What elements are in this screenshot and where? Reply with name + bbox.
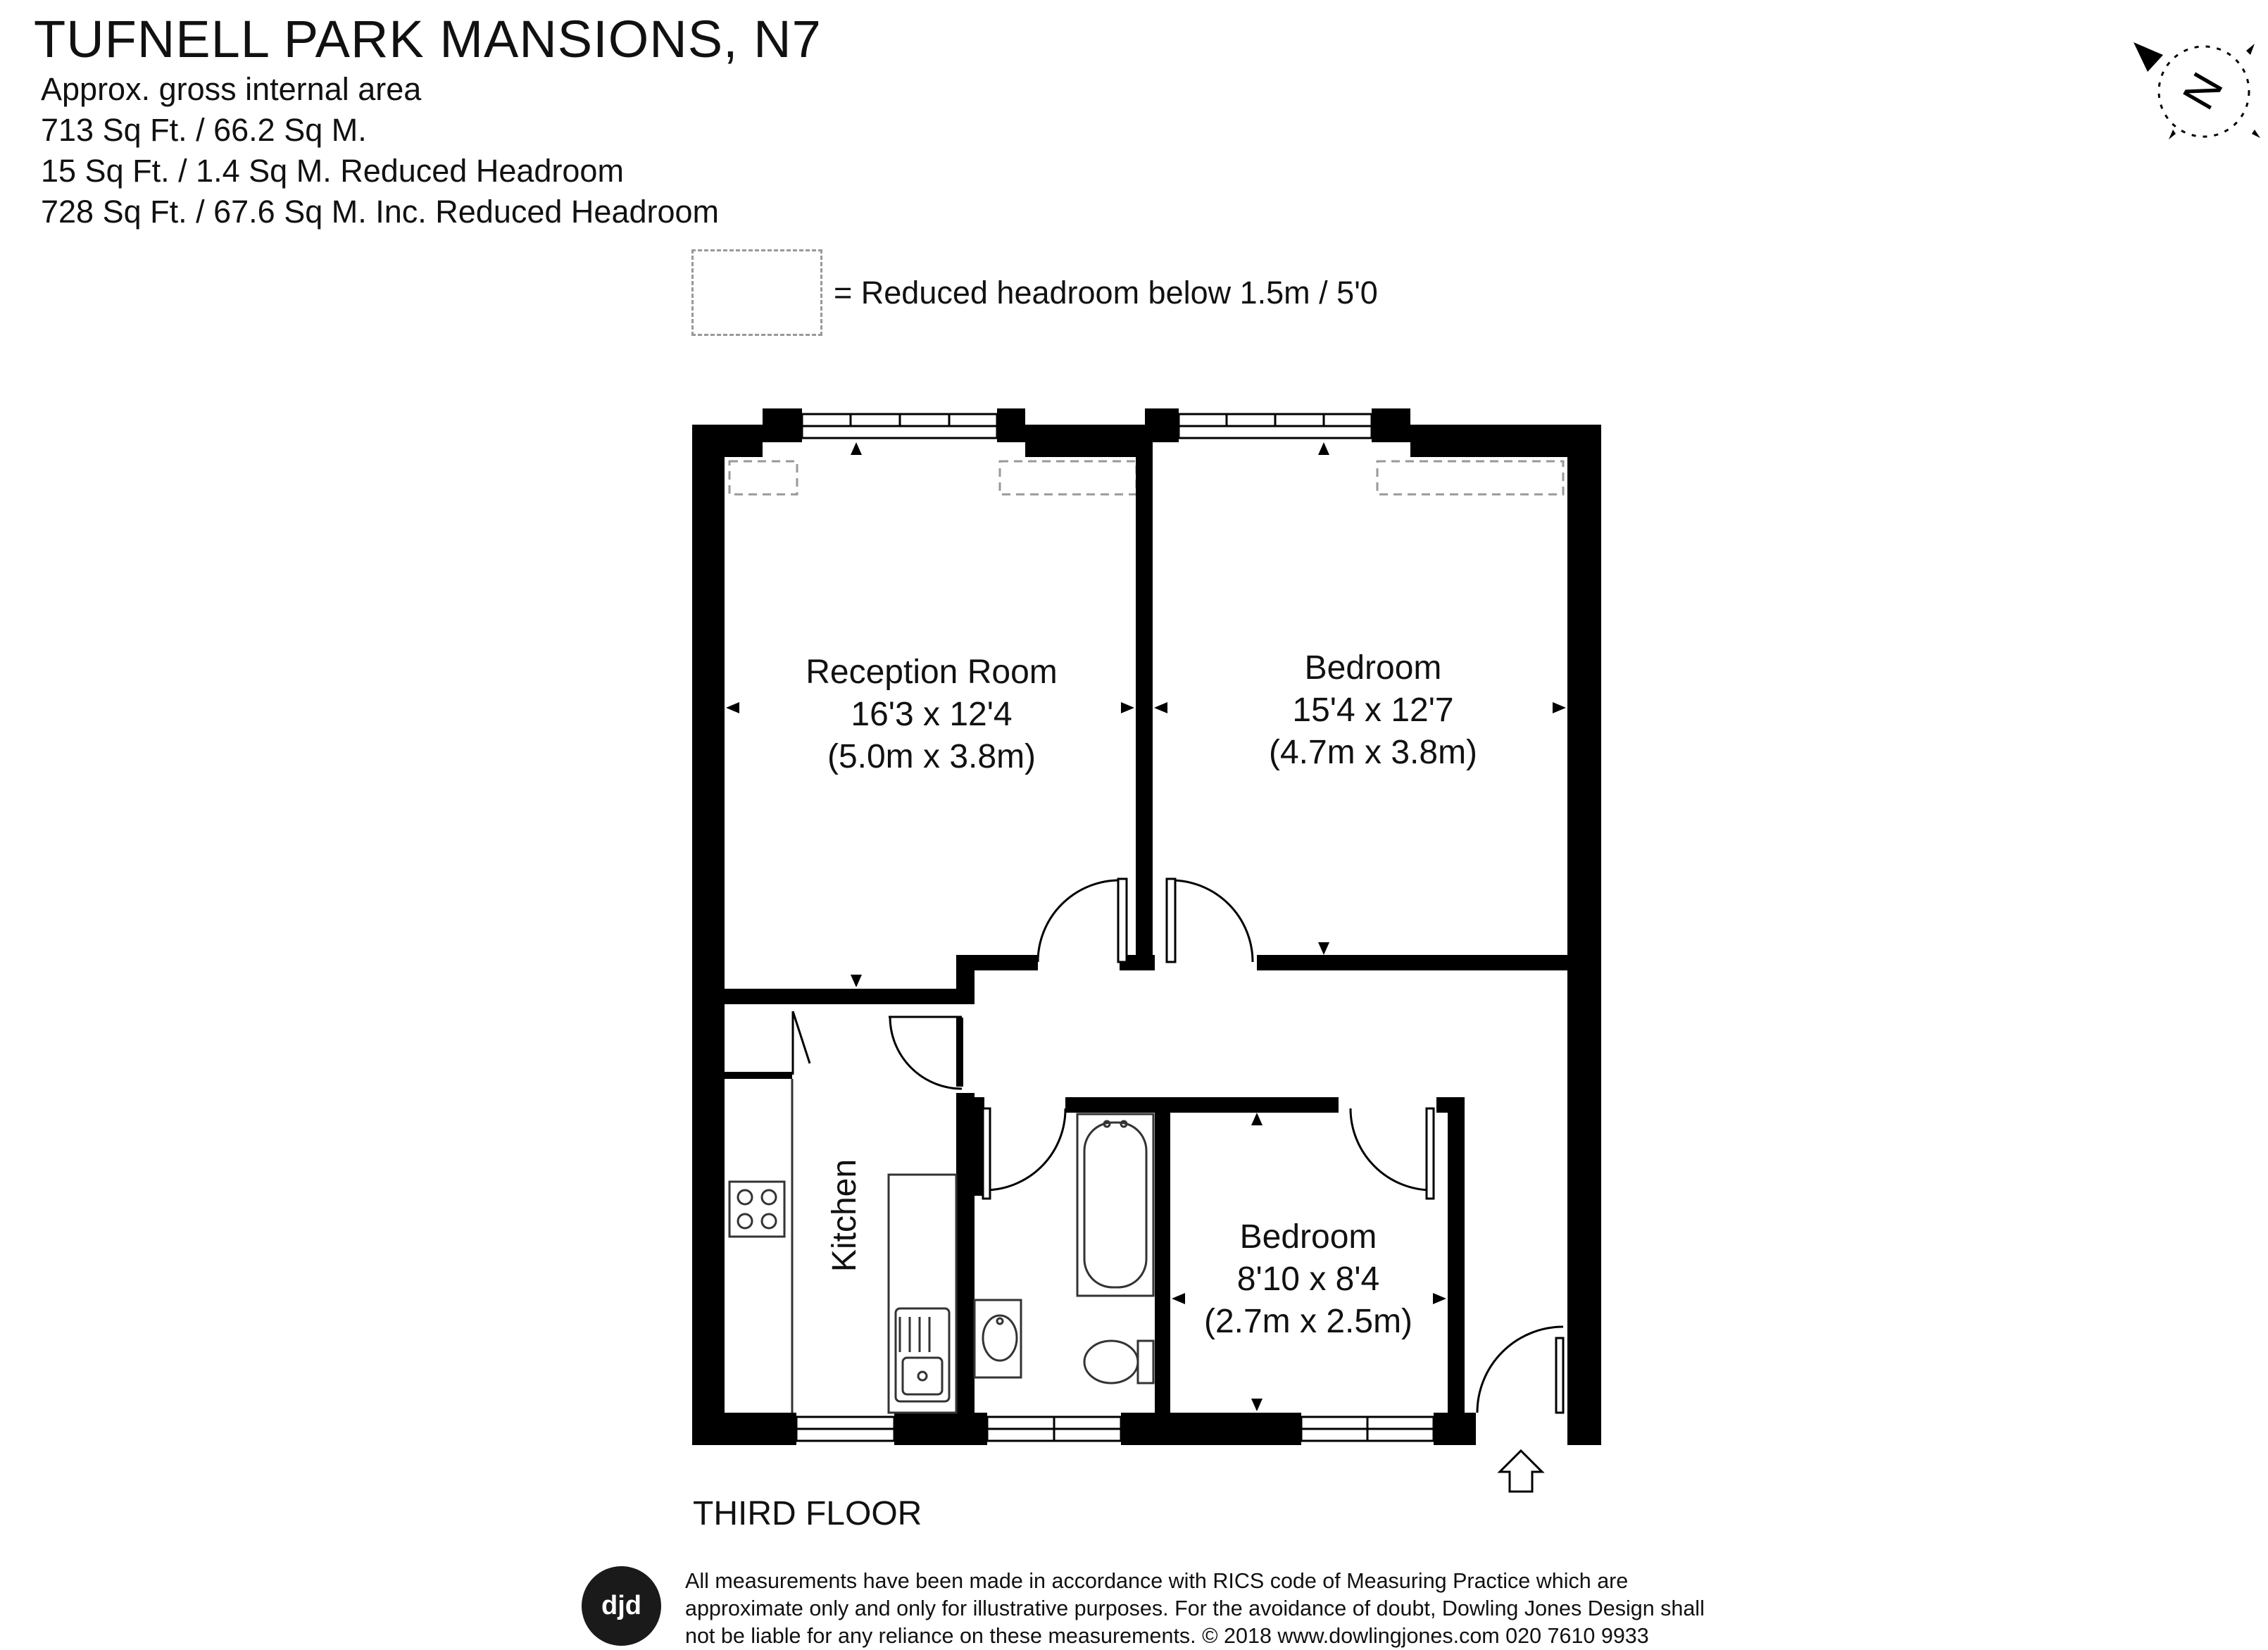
reception-room-label: Reception Room 16'3 x 12'4 (5.0m x 3.8m) [770, 651, 1094, 778]
dimension-markers [726, 442, 1566, 1411]
bedroom-1-label: Bedroom 15'4 x 12'7 (4.7m x 3.8m) [1211, 647, 1535, 774]
windows [795, 413, 1435, 1442]
room-dimensions-imperial: 16'3 x 12'4 [851, 696, 1013, 733]
area-line-2: 713 Sq Ft. / 66.2 Sq M. [41, 112, 367, 148]
room-name: Bedroom [1239, 1218, 1377, 1256]
room-name: Bedroom [1304, 649, 1442, 687]
kitchen-label: Kitchen [826, 1158, 863, 1273]
reduced-headroom-zones [728, 460, 1565, 496]
reduced-headroom-legend-swatch [691, 249, 822, 336]
interior-walls [725, 425, 1601, 1417]
room-name: Reception Room [806, 654, 1058, 691]
area-line-4: 728 Sq Ft. / 67.6 Sq M. Inc. Reduced Hea… [41, 194, 720, 230]
area-line-3: 15 Sq Ft. / 1.4 Sq M. Reduced Headroom [41, 153, 624, 189]
north-arrow-icon: N [2134, 42, 2260, 139]
property-title: TUFNELL PARK MANSIONS, N7 [34, 10, 822, 68]
north-letter: N [2173, 64, 2233, 118]
room-dimensions-imperial: 15'4 x 12'7 [1292, 692, 1454, 729]
disclaimer: All measurements have been made in accor… [685, 1568, 1705, 1650]
room-dimensions-imperial: 8'10 x 8'4 [1236, 1261, 1380, 1298]
kitchen-fixtures [728, 1079, 958, 1414]
area-line-1: Approx. gross internal area [41, 71, 422, 107]
disclaimer-line-3: not be liable for any reliance on these … [685, 1624, 1649, 1648]
disclaimer-line-1: All measurements have been made in accor… [685, 1569, 1629, 1593]
disclaimer-line-2: approximate only and only for illustrati… [685, 1596, 1705, 1620]
room-dimensions-metric: (2.7m x 2.5m) [1203, 1303, 1413, 1340]
exterior-walls [692, 408, 1601, 1445]
reduced-headroom-legend-text: = Reduced headroom below 1.5m / 5'0 [834, 275, 1378, 311]
doors [791, 877, 1565, 1414]
entrance-arrow-icon [1497, 1449, 1545, 1493]
company-logo: djd [582, 1566, 661, 1646]
bathroom-fixtures [973, 1113, 1155, 1385]
floor-label: THIRD FLOOR [693, 1495, 922, 1532]
room-dimensions-metric: (4.7m x 3.8m) [1268, 734, 1478, 771]
room-dimensions-metric: (5.0m x 3.8m) [827, 738, 1036, 775]
bedroom-2-label: Bedroom 8'10 x 8'4 (2.7m x 2.5m) [1146, 1216, 1470, 1343]
